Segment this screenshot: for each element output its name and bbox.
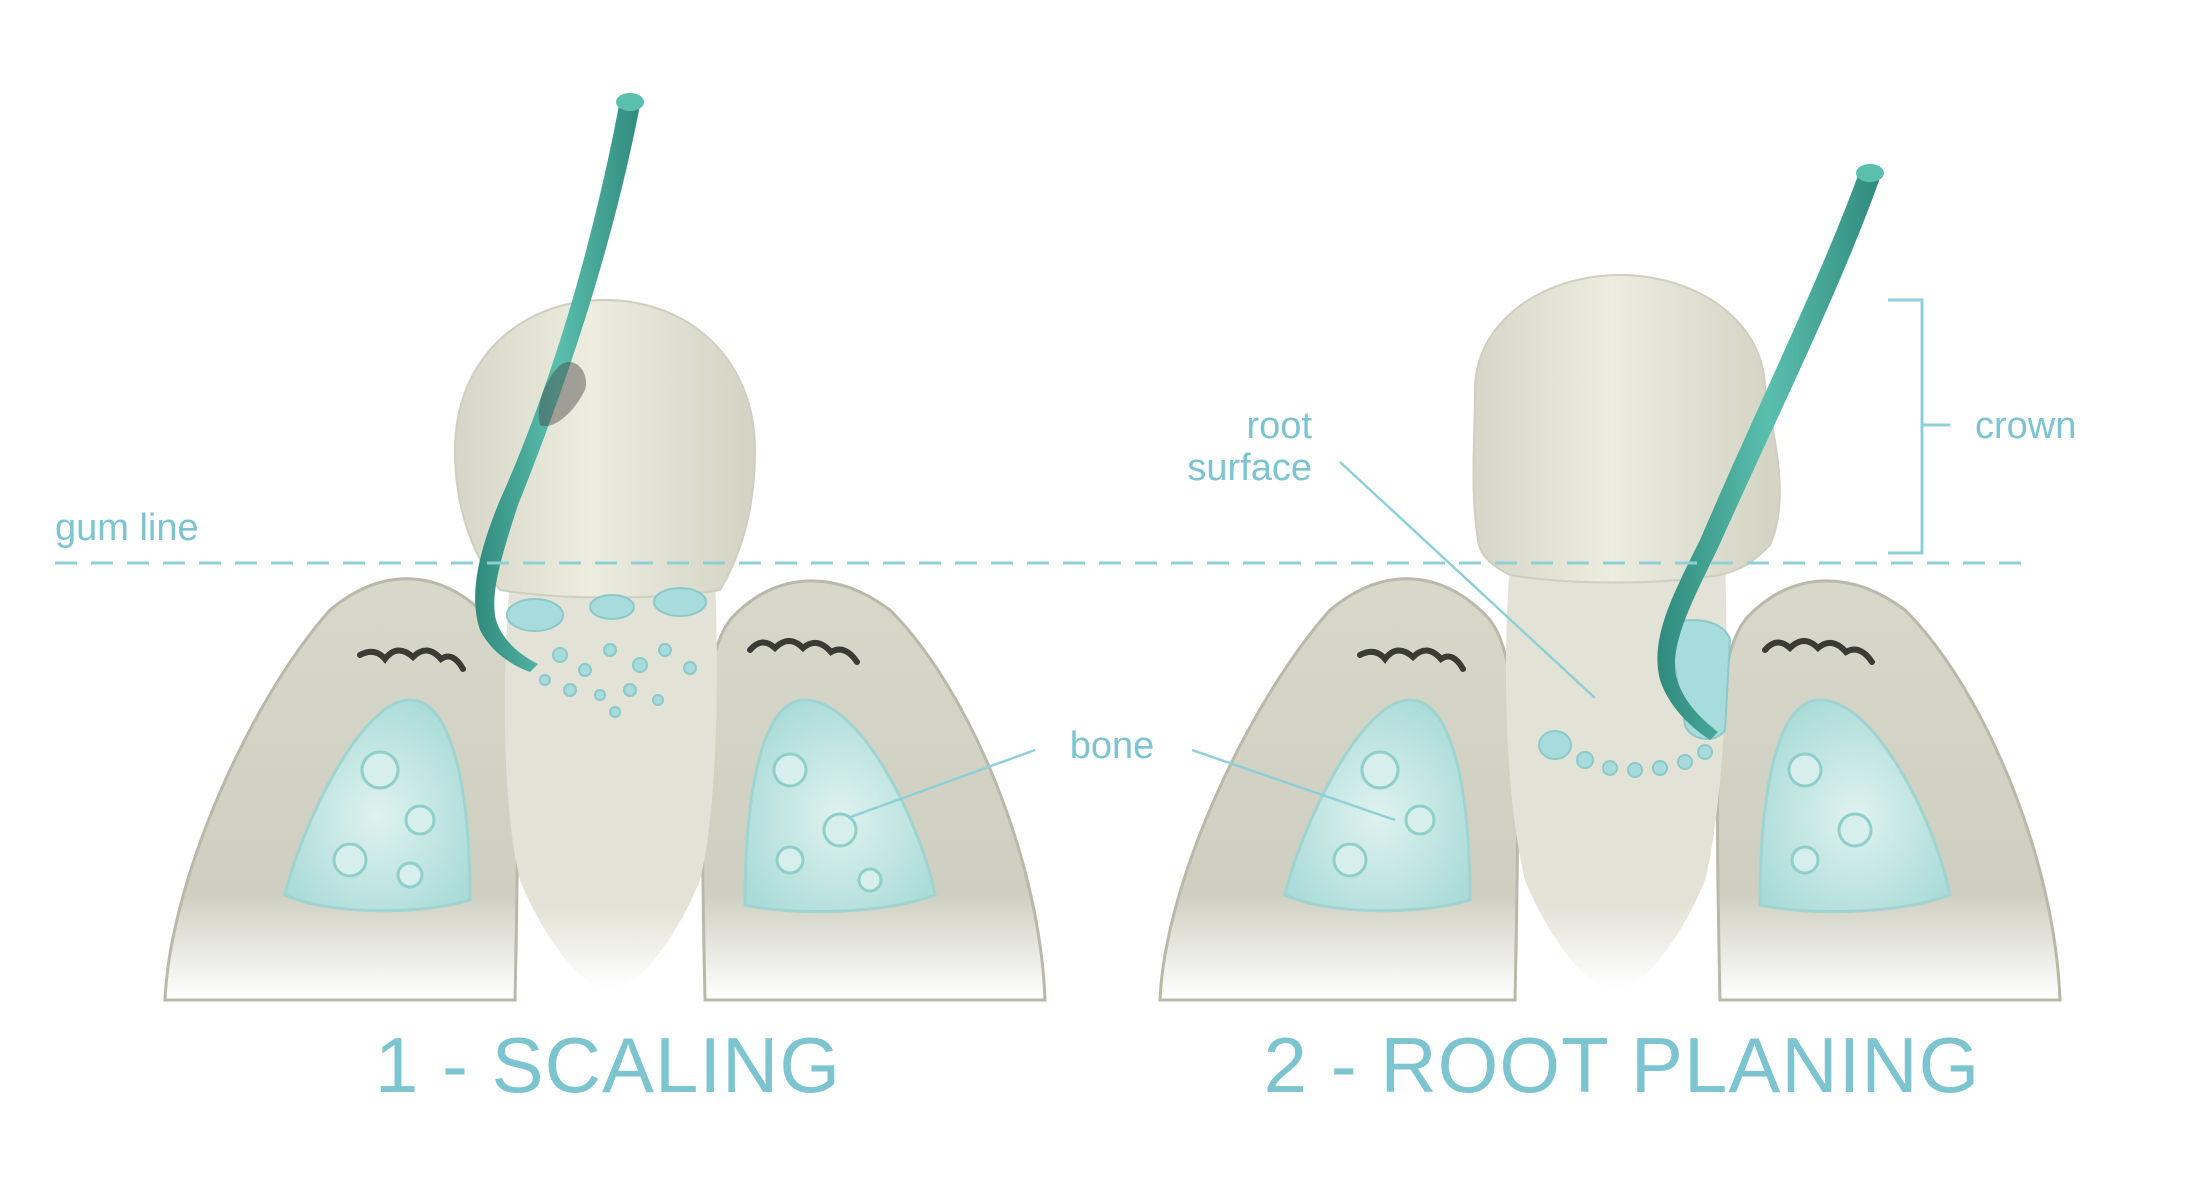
bone-pore: [1787, 752, 1823, 788]
bone-label: bone: [1070, 725, 1155, 767]
crown-label: crown: [1975, 405, 2076, 447]
gum-line-label: gum line: [55, 507, 199, 549]
tooth-crown-1: [453, 298, 757, 599]
bone-pore: [332, 842, 368, 878]
gum-margin-right: [747, 638, 860, 665]
gum-margin-left: [357, 647, 466, 672]
root-surface-label-line1: root: [1247, 405, 1313, 447]
root-surface-leader: [1339, 461, 1596, 699]
calculus-deposits: [506, 587, 707, 718]
bone-pore: [822, 812, 858, 848]
bone-pore: [404, 804, 436, 836]
bone-leader-right: [1191, 748, 1396, 822]
bone-pore: [772, 752, 808, 788]
bone-pore: [1790, 845, 1820, 875]
root-planing-panel: [1158, 164, 2062, 1002]
bone-pore: [857, 867, 883, 893]
tool-shadow: [538, 362, 586, 427]
bone-pore: [1360, 750, 1400, 790]
bone-pore: [360, 750, 400, 790]
root-planing-caption: 2 - ROOT PLANING: [1264, 1021, 1981, 1109]
gum-margin: [1762, 638, 1875, 665]
gum-margin: [1357, 647, 1466, 672]
scaler-tip-1: [616, 93, 644, 111]
tooth-root-1: [504, 580, 717, 990]
root-surface-label-line2: surface: [1187, 447, 1312, 489]
bone-leader-left: [847, 748, 1036, 820]
scaling-caption: 1 - SCALING: [375, 1021, 841, 1109]
scaler-tool-2: [1657, 170, 1880, 740]
bone-left-2: [1283, 698, 1472, 913]
bone-pore: [775, 845, 805, 875]
bone-left: [283, 698, 472, 913]
bone-pore: [1332, 842, 1368, 878]
scaler-tip-2: [1856, 164, 1884, 182]
bone-pore: [1404, 804, 1436, 836]
bone-pore: [1837, 812, 1873, 848]
bone-pore: [396, 861, 424, 889]
tooth-crown-2: [1472, 273, 1781, 584]
scaler-tool-1: [475, 100, 640, 672]
crown-bracket: [1888, 298, 1950, 555]
scaling-panel: [163, 93, 1047, 1002]
